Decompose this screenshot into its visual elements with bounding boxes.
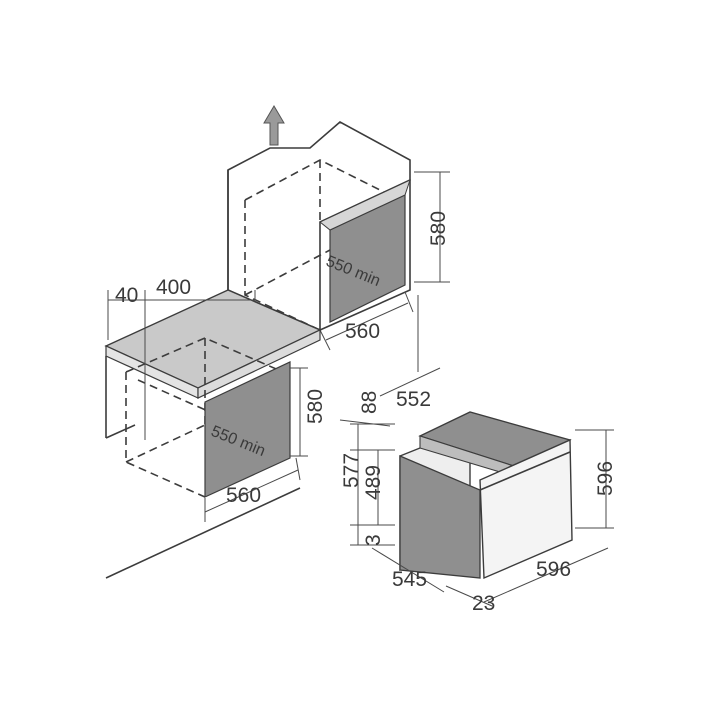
- oven-front-width-dim-line: [483, 547, 609, 603]
- oven-door-thickness-label: 23: [472, 592, 495, 615]
- oven-front-cavity: [399, 455, 481, 579]
- oven-body-depth-dim-line: [371, 547, 445, 593]
- left-cabinet-bottom: [105, 424, 136, 439]
- undercounter-cavity: [204, 361, 291, 498]
- undercounter-width-dim-line: [204, 469, 299, 513]
- oven-door-dim-line: [445, 585, 493, 607]
- column-width-dim-line: [325, 302, 409, 341]
- worktop-side: [197, 329, 321, 399]
- oven-top-gap-label: 88: [358, 391, 381, 414]
- oven-total-height-label: 577: [340, 453, 363, 488]
- oven-top-gap-dim-line: [339, 419, 391, 427]
- floor-line: [105, 487, 301, 579]
- column-hidden-lines: [244, 159, 401, 331]
- oven-appliance: 88 552 577 489 3 596 545 596 23: [339, 367, 617, 615]
- worktop-depth-label: 400: [156, 276, 191, 299]
- undercounter-hidden-lines: [125, 337, 291, 498]
- oven-depth-dim-line: [379, 367, 441, 397]
- undercounter-height-label: 580: [304, 389, 327, 424]
- oven-front-height-label: 596: [594, 461, 617, 496]
- worktop-offset-label: 40: [115, 284, 138, 307]
- oven-door: [479, 438, 573, 580]
- undercounter-installation: 40 400 580 550 min 560: [104, 276, 327, 579]
- oven-body-depth-label: 545: [392, 568, 427, 591]
- oven-bottom-gap-label: 3: [362, 534, 385, 546]
- column-cabinet-front-edge: [319, 180, 411, 331]
- column-installation: 580 550 min 560: [227, 105, 450, 372]
- oven-cavity-height-label: 489: [362, 465, 385, 500]
- column-width-label: 560: [345, 320, 380, 343]
- oven-front-width-label: 596: [536, 558, 571, 581]
- oven-door-top-line: [479, 451, 571, 491]
- undercounter-width-label: 560: [226, 484, 261, 507]
- column-height-label: 580: [427, 211, 450, 246]
- up-arrow-icon: [263, 105, 285, 146]
- column-cavity-top: [319, 179, 411, 231]
- oven-depth-label: 552: [396, 388, 431, 411]
